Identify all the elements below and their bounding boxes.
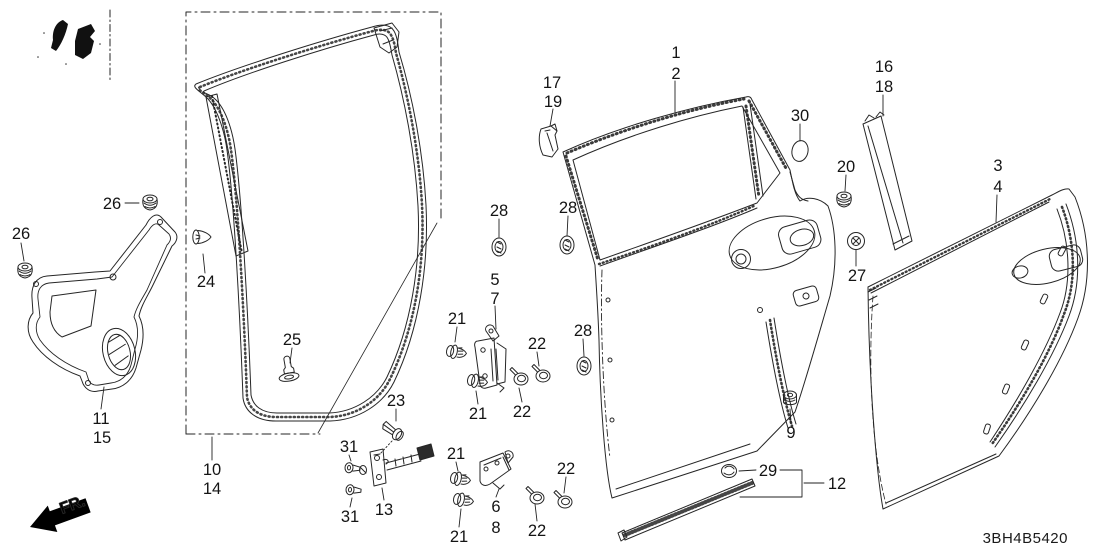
callout-17[interactable]: 17 (543, 74, 561, 92)
callout-14[interactable]: 14 (203, 480, 221, 498)
callout-22-b[interactable]: 22 (513, 403, 531, 421)
callout-3[interactable]: 3 (993, 157, 1002, 175)
callout-31-b[interactable]: 31 (341, 508, 359, 526)
callout-11[interactable]: 11 (92, 410, 109, 428)
callout-8[interactable]: 8 (491, 519, 500, 537)
leader-lines (20, 80, 998, 528)
bolt-23-art (382, 420, 404, 441)
callout-21-c[interactable]: 21 (447, 445, 465, 463)
callout-16[interactable]: 16 (875, 58, 893, 76)
bolt-22-a-art (531, 364, 551, 383)
bracket-17-19-art (538, 123, 559, 158)
upper-hinge-art (474, 324, 507, 393)
callout-22-d[interactable]: 22 (528, 522, 546, 540)
callout-27[interactable]: 27 (848, 267, 866, 285)
callout-23[interactable]: 23 (387, 392, 405, 410)
bolt-22-c-art (553, 490, 573, 509)
callout-28-c[interactable]: 28 (574, 322, 592, 340)
callout-1[interactable]: 1 (671, 44, 680, 62)
callout-20[interactable]: 20 (837, 158, 855, 176)
callout-30[interactable]: 30 (791, 107, 809, 125)
door-checker-art (359, 443, 435, 487)
callout-25[interactable]: 25 (283, 331, 301, 349)
callout-26-a[interactable]: 26 (12, 225, 30, 243)
callout-13[interactable]: 13 (375, 501, 393, 519)
callout-2[interactable]: 2 (671, 65, 680, 83)
grommet-27-art (847, 232, 865, 250)
grommet-26-a-art (17, 262, 33, 279)
callout-18[interactable]: 18 (875, 78, 893, 96)
clip-24-art (192, 229, 212, 245)
clip-28-c-art (576, 356, 592, 376)
screw-31-b-art (345, 483, 362, 497)
inner-seal-art (27, 214, 178, 392)
callout-31-a[interactable]: 31 (340, 438, 358, 456)
lower-hinge-art (479, 450, 514, 490)
callout-10[interactable]: 10 (203, 461, 221, 479)
outer-skin-art (867, 188, 1088, 510)
page-thumbnail-icon (37, 9, 111, 81)
callout-12[interactable]: 12 (828, 475, 846, 493)
grommet-26-b-art (142, 194, 158, 211)
bolt-22-d-art (525, 486, 545, 505)
pillar-garnish-art (862, 111, 913, 251)
molding-strip-art (617, 478, 756, 542)
callout-22-a[interactable]: 22 (528, 335, 546, 353)
clip-25-art (278, 355, 300, 382)
screw-31-a-art (344, 461, 361, 475)
clip-28-a-art (491, 237, 507, 257)
diagram-code: 3BH4B5420 (983, 530, 1068, 547)
fr-direction-arrow: FR. (30, 492, 91, 532)
callout-21-b[interactable]: 21 (469, 405, 487, 423)
callout-21-a[interactable]: 21 (448, 310, 466, 328)
screw-21-d-art (451, 491, 476, 510)
callout-6[interactable]: 6 (491, 498, 500, 516)
callout-29[interactable]: 29 (759, 462, 777, 480)
plug-30-art (791, 140, 809, 162)
glass-run-channel-art (194, 22, 427, 422)
callout-22-c[interactable]: 22 (557, 460, 575, 478)
door-panel-art (562, 96, 836, 499)
callout-15[interactable]: 15 (93, 429, 111, 447)
callout-7[interactable]: 7 (490, 290, 499, 308)
clip-28-b-art (559, 235, 575, 255)
callout-28-a[interactable]: 28 (490, 202, 508, 220)
callout-19[interactable]: 19 (544, 93, 562, 111)
clip-20-art (836, 191, 852, 208)
callout-5[interactable]: 5 (490, 271, 499, 289)
callout-21-d[interactable]: 21 (450, 528, 468, 546)
callout-24[interactable]: 24 (197, 273, 215, 291)
clip-29-art (721, 464, 737, 478)
callout-4[interactable]: 4 (993, 178, 1002, 196)
callout-9[interactable]: 9 (786, 424, 795, 442)
screw-21-b-art (465, 372, 490, 391)
callout-26-b[interactable]: 26 (103, 195, 121, 213)
screw-21-c-art (448, 470, 473, 489)
callout-labels: 1 2 17 19 16 18 30 20 27 3 4 26 26 24 11… (12, 44, 1003, 546)
bolt-22-b-art (509, 367, 529, 386)
screw-21-a-art (444, 343, 469, 362)
callout-28-b[interactable]: 28 (559, 199, 577, 217)
plug-9-art (783, 390, 797, 406)
